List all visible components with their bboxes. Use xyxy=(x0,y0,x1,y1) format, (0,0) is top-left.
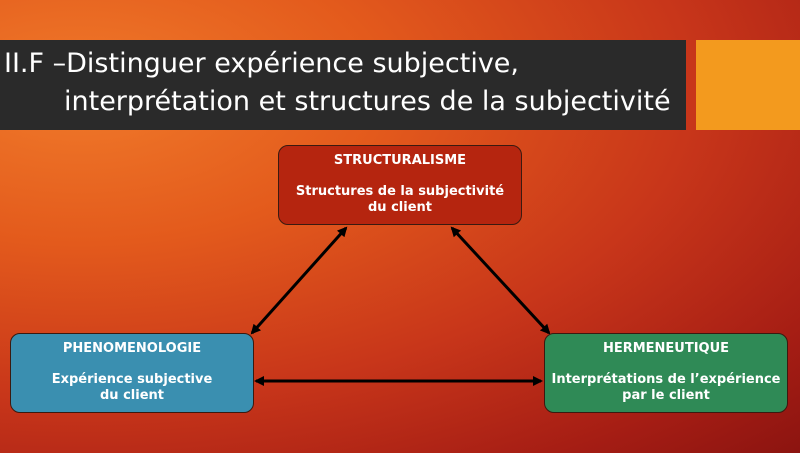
node-structuralisme-text: Structures de la subjectivité du client xyxy=(295,184,505,215)
slide-title-line1: II.F –Distinguer expérience subjective, xyxy=(4,48,519,79)
arrow-struct-herme xyxy=(450,226,551,335)
slide-title-line2: interprétation et structures de la subje… xyxy=(64,86,671,117)
node-phenomenologie: PHENOMENOLOGIE Expérience subjective du … xyxy=(10,333,254,413)
node-phenomenologie-text: Expérience subjective du client xyxy=(51,372,213,403)
slide-title-bar: II.F –Distinguer expérience subjective, … xyxy=(0,40,686,130)
arrow-pheno-struct xyxy=(250,226,348,335)
node-structuralisme: STRUCTURALISME Structures de la subjecti… xyxy=(278,145,522,225)
node-structuralisme-title: STRUCTURALISME xyxy=(333,153,467,168)
node-hermeneutique: HERMENEUTIQUE Interprétations de l’expér… xyxy=(544,333,788,413)
node-hermeneutique-title: HERMENEUTIQUE xyxy=(602,341,730,356)
accent-box xyxy=(696,40,800,130)
node-phenomenologie-title: PHENOMENOLOGIE xyxy=(62,341,202,356)
node-hermeneutique-text: Interprétations de l’expérience par le c… xyxy=(551,372,781,403)
